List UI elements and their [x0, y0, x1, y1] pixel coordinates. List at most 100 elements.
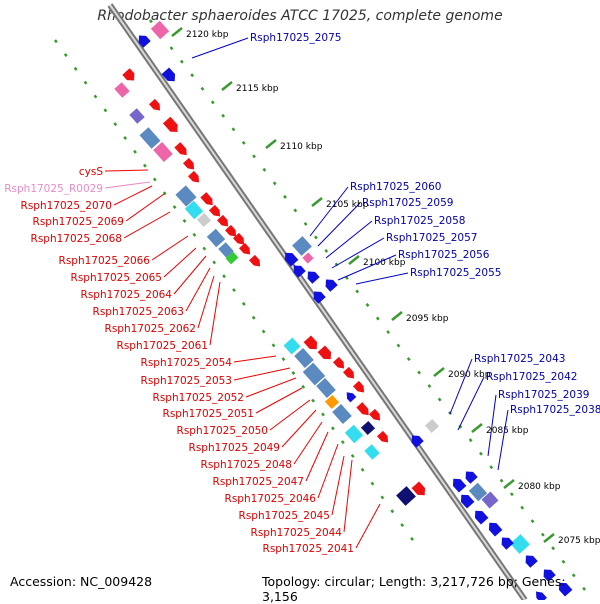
label-leader-line: [305, 431, 329, 482]
gene-feature: [510, 534, 530, 554]
gene-feature: [313, 291, 326, 304]
label-leader-line: [113, 185, 153, 206]
feature-shape: [474, 510, 489, 525]
gene-label-left: Rsph17025_2062: [105, 323, 196, 335]
scale-tick: [348, 255, 360, 265]
gene-label-left: Rsph17025_2049: [189, 442, 280, 454]
feature-shape: [344, 424, 364, 444]
scale-label: 2085 kbp: [486, 426, 529, 436]
label-leader-line: [104, 181, 151, 189]
gene-label-left: Rsph17025_2050: [177, 425, 268, 437]
label-leader-line: [355, 503, 381, 549]
label-leader-line: [245, 377, 297, 398]
gene-feature: [317, 345, 332, 360]
gene-feature: [369, 408, 381, 421]
gene-feature: [284, 252, 299, 267]
gene-feature: [364, 444, 380, 460]
feature-shape: [452, 478, 467, 493]
gene-feature: [353, 380, 365, 393]
gene-label-right: Rsph17025_2057: [386, 232, 477, 244]
inner-dotted-line: [53, 39, 422, 551]
scale-label: 2105 kbp: [326, 200, 369, 210]
gene-feature: [324, 394, 340, 410]
feature-shape: [188, 170, 200, 183]
gene-label-right: Rsph17025_2043: [474, 353, 565, 365]
feature-shape: [161, 67, 176, 82]
gene-label-right: Rsph17025_2075: [250, 32, 341, 44]
feature-shape: [543, 569, 556, 582]
scale-tick: [471, 423, 483, 433]
gene-feature: [411, 435, 424, 448]
gene-feature: [452, 478, 467, 493]
scale-tick: [391, 311, 403, 321]
label-leader-line: [317, 443, 339, 499]
gene-feature: [302, 362, 326, 386]
gene-feature: [346, 392, 357, 403]
feature-shape: [217, 214, 229, 227]
gene-feature: [501, 537, 514, 550]
gene-feature: [196, 212, 212, 228]
scale-label: 2090 kbp: [448, 370, 491, 380]
gene-feature: [302, 252, 314, 264]
gene-label-left: Rsph17025_2070: [21, 200, 112, 212]
gene-feature: [225, 224, 237, 237]
feature-shape: [353, 380, 365, 393]
label-leader-line: [209, 281, 221, 346]
gene-feature: [183, 157, 195, 170]
gene-feature: [307, 271, 320, 284]
scale-label: 2075 kbp: [558, 536, 600, 546]
gene-label-right: Rsph17025_2059: [362, 197, 453, 209]
gene-label-right: Rsph17025_2038: [510, 404, 600, 416]
feature-shape: [162, 116, 178, 132]
gene-feature: [558, 582, 573, 597]
scale-tick: [171, 27, 183, 37]
feature-shape: [333, 356, 345, 369]
feature-shape: [129, 108, 145, 124]
gene-feature: [139, 127, 161, 149]
gene-feature: [283, 337, 301, 355]
gene-feature: [162, 116, 178, 132]
scale-tick: [503, 479, 515, 489]
gene-feature: [122, 68, 135, 81]
gene-feature: [149, 98, 161, 111]
feature-shape: [510, 534, 530, 554]
gene-label-left: Rsph17025_2047: [213, 476, 304, 488]
gene-feature: [488, 522, 503, 537]
gene-feature: [356, 402, 369, 416]
label-leader-line: [317, 202, 361, 247]
gene-feature: [474, 510, 489, 525]
gene-feature: [316, 378, 336, 398]
gene-feature: [424, 418, 440, 434]
feature-shape: [206, 228, 226, 248]
feature-shape: [324, 394, 340, 410]
label-leader-line: [343, 459, 353, 533]
gene-feature: [233, 232, 245, 245]
feature-shape: [292, 236, 312, 256]
gene-label-left: Rsph17025_2044: [251, 527, 343, 539]
feature-shape: [360, 420, 376, 436]
label-leader-line: [233, 355, 277, 363]
gene-feature: [360, 420, 376, 436]
gene-feature: [200, 192, 213, 206]
feature-shape: [122, 68, 135, 81]
feature-shape: [356, 402, 369, 416]
scale-label: 2120 kbp: [186, 30, 229, 40]
gene-feature: [206, 228, 226, 248]
feature-shape: [411, 481, 426, 496]
gene-feature: [525, 555, 538, 568]
label-leader-line: [331, 455, 345, 516]
feature-shape: [149, 98, 161, 111]
feature-shape: [294, 348, 314, 368]
gene-label-left: Rsph17025_2045: [239, 510, 330, 522]
feature-shape: [343, 366, 355, 379]
feature-shape: [369, 408, 381, 421]
feature-shape: [196, 212, 212, 228]
gene-feature: [460, 494, 475, 509]
feature-shape: [481, 491, 499, 509]
label-leader-line: [125, 193, 165, 222]
gene-label-right: Rsph17025_2039: [498, 389, 589, 401]
feature-shape: [488, 522, 503, 537]
feature-shape: [153, 142, 173, 162]
gene-label-left: Rsph17025_2068: [31, 233, 122, 245]
feature-shape: [150, 20, 170, 40]
